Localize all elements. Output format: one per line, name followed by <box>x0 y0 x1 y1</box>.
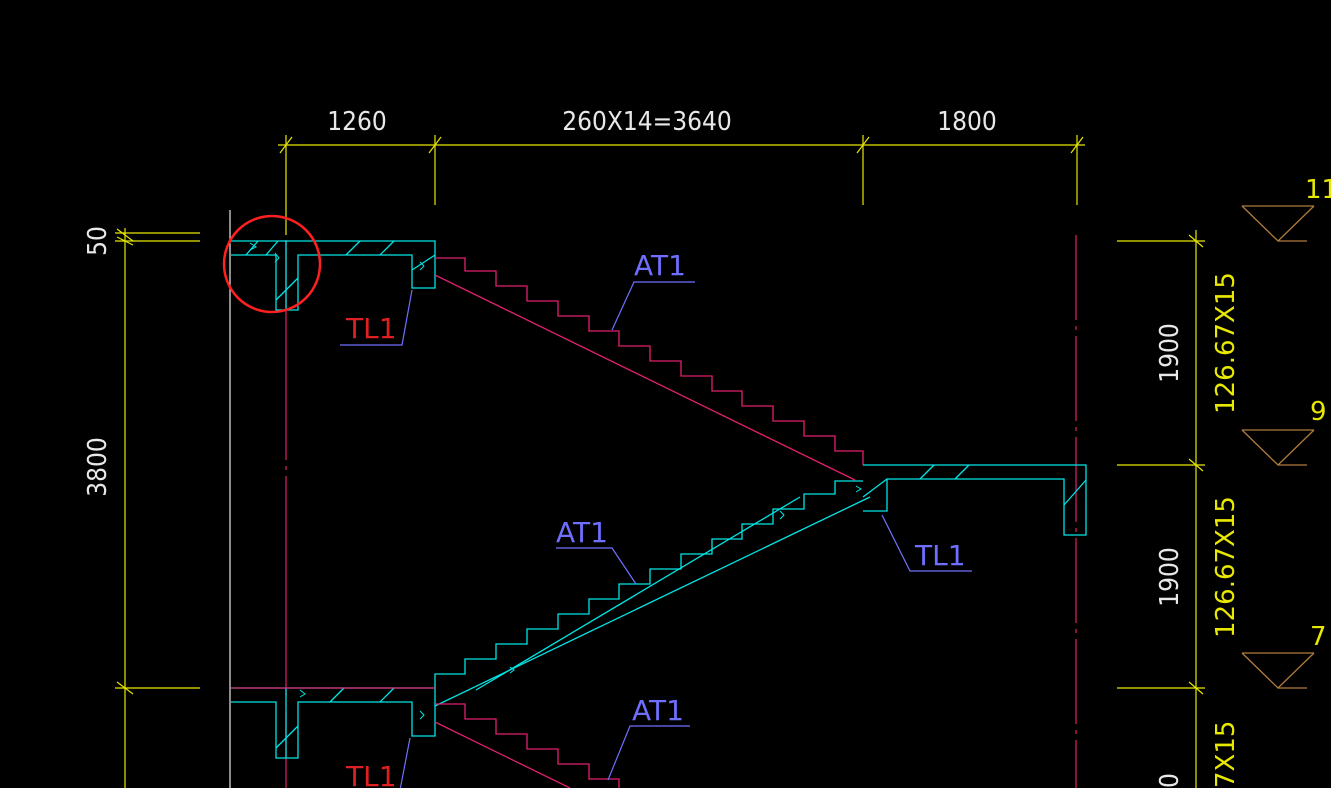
dim-top-left: 1260 <box>327 107 387 137</box>
level-mark-9: 9 <box>1310 397 1327 427</box>
dim-top-middle: 260X14=3640 <box>562 107 732 137</box>
dim-right-lower-total: 1900 <box>1155 547 1185 607</box>
leader-lines <box>340 281 972 788</box>
level-mark-middle <box>1241 429 1315 466</box>
dim-right-upper-steps: 126.67X15 <box>1211 272 1241 414</box>
lower-landing-slab <box>231 687 436 759</box>
upper-flight-steps <box>434 257 864 481</box>
axis-lines <box>285 235 1077 788</box>
dim-right-lower-steps: 126.67X15 <box>1211 496 1241 638</box>
level-mark-7: 7 <box>1310 622 1327 652</box>
right-dimension-chain <box>1117 230 1205 788</box>
highlight-circle <box>222 214 322 314</box>
middle-flight-steps <box>434 480 871 707</box>
label-at1-upper: AT1 <box>634 249 686 282</box>
dim-top-right: 1800 <box>937 107 997 137</box>
top-dimension-chain <box>278 135 1085 235</box>
level-mark-lower <box>1241 652 1315 689</box>
dim-right-bottom-total: 0 <box>1155 773 1185 788</box>
dim-left-main: 3800 <box>83 437 113 497</box>
rebar-marks <box>249 242 862 720</box>
dim-left-top: 50 <box>83 226 113 256</box>
lower-flight-steps <box>434 703 620 788</box>
label-tl1-upper: TL1 <box>345 312 397 345</box>
dim-right-upper-total: 1900 <box>1155 323 1185 383</box>
label-tl1-lower: TL1 <box>345 760 397 788</box>
upper-landing-slab <box>231 240 436 311</box>
label-tl1-middle: TL1 <box>914 539 966 572</box>
label-at1-middle: AT1 <box>556 516 608 549</box>
level-mark-11: 11 <box>1305 175 1331 205</box>
left-dimension-chain <box>115 228 200 788</box>
label-at1-lower: AT1 <box>632 694 684 727</box>
middle-landing-slab <box>862 464 1087 536</box>
level-mark-upper <box>1241 205 1315 242</box>
dim-right-bottom-steps: 7X15 <box>1211 721 1241 788</box>
